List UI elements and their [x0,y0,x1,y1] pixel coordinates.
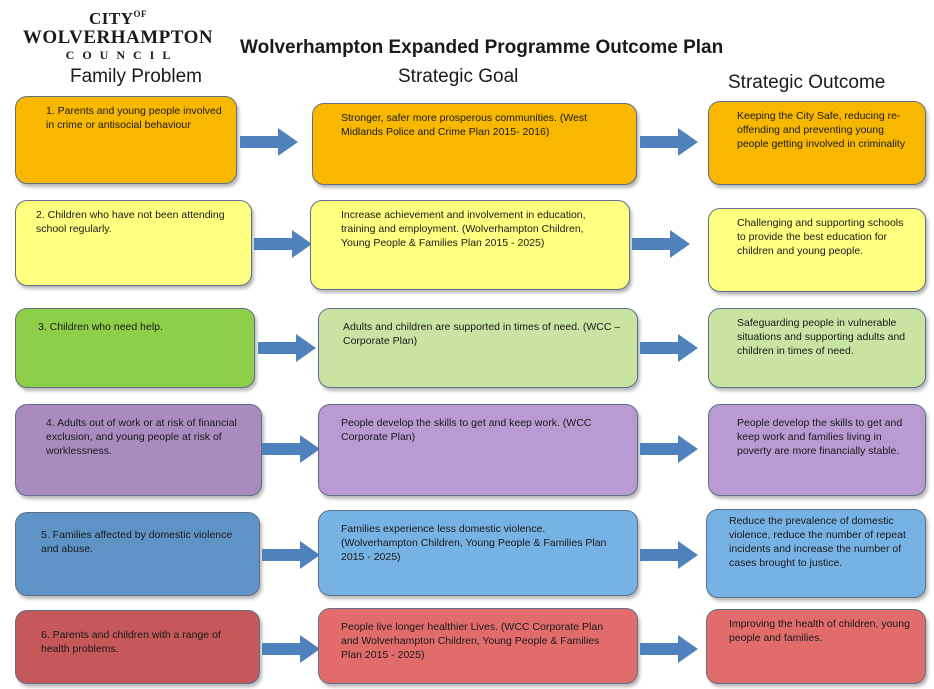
arrow-right-icon [640,541,698,569]
goal-box-4: People develop the skills to get and kee… [318,404,638,496]
arrow-right-icon [262,435,320,463]
arrow-right-icon [640,128,698,156]
arrow-right-icon [640,334,698,362]
logo-line-city: CITYOF [88,9,147,28]
goal-box-2: Increase achievement and involvement in … [310,200,630,290]
column-header-strategic-goal: Strategic Goal [398,66,519,87]
outcome-box-2: Challenging and supporting schools to pr… [708,208,926,292]
outcome-box-6: Improving the health of children, young … [706,609,926,684]
problem-box-6: 6. Parents and children with a range of … [15,610,260,684]
outcome-box-3: Safeguarding people in vulnerable situat… [708,308,926,388]
column-header-family-problem: Family Problem [70,66,202,87]
problem-box-3: 3. Children who need help. [15,308,255,388]
arrow-right-icon [632,230,690,258]
goal-box-3: Adults and children are supported in tim… [318,308,638,388]
goal-box-1: Stronger, safer more prosperous communit… [312,103,637,185]
problem-box-5: 5. Families affected by domestic violenc… [15,512,260,596]
problem-box-2: 2. Children who have not been attending … [15,200,252,286]
page-title: Wolverhampton Expanded Programme Outcome… [240,37,724,58]
problem-box-4: 4. Adults out of work or at risk of fina… [15,404,262,496]
arrow-right-icon [262,635,320,663]
arrow-right-icon [640,435,698,463]
problem-box-1: 1. Parents and young people involved in … [15,96,237,184]
goal-box-6: People live longer healthier Lives. (WCC… [318,608,638,684]
council-logo: CITYOF WOLVERHAMPTON COUNCIL [18,9,218,62]
arrow-right-icon [258,334,316,362]
column-header-strategic-outcome: Strategic Outcome [728,72,886,93]
arrow-right-icon [262,541,320,569]
outcome-box-4: People develop the skills to get and kee… [708,404,926,496]
outcome-box-5: Reduce the prevalence of domestic violen… [706,509,926,598]
arrow-right-icon [640,635,698,663]
arrow-right-icon [254,230,312,258]
logo-line-name: WOLVERHAMPTON [22,27,214,48]
logo-line-council: COUNCIL [65,48,179,62]
arrow-right-icon [240,128,298,156]
outcome-box-1: Keeping the City Safe, reducing re-offen… [708,101,926,185]
goal-box-5: Families experience less domestic violen… [318,510,638,596]
